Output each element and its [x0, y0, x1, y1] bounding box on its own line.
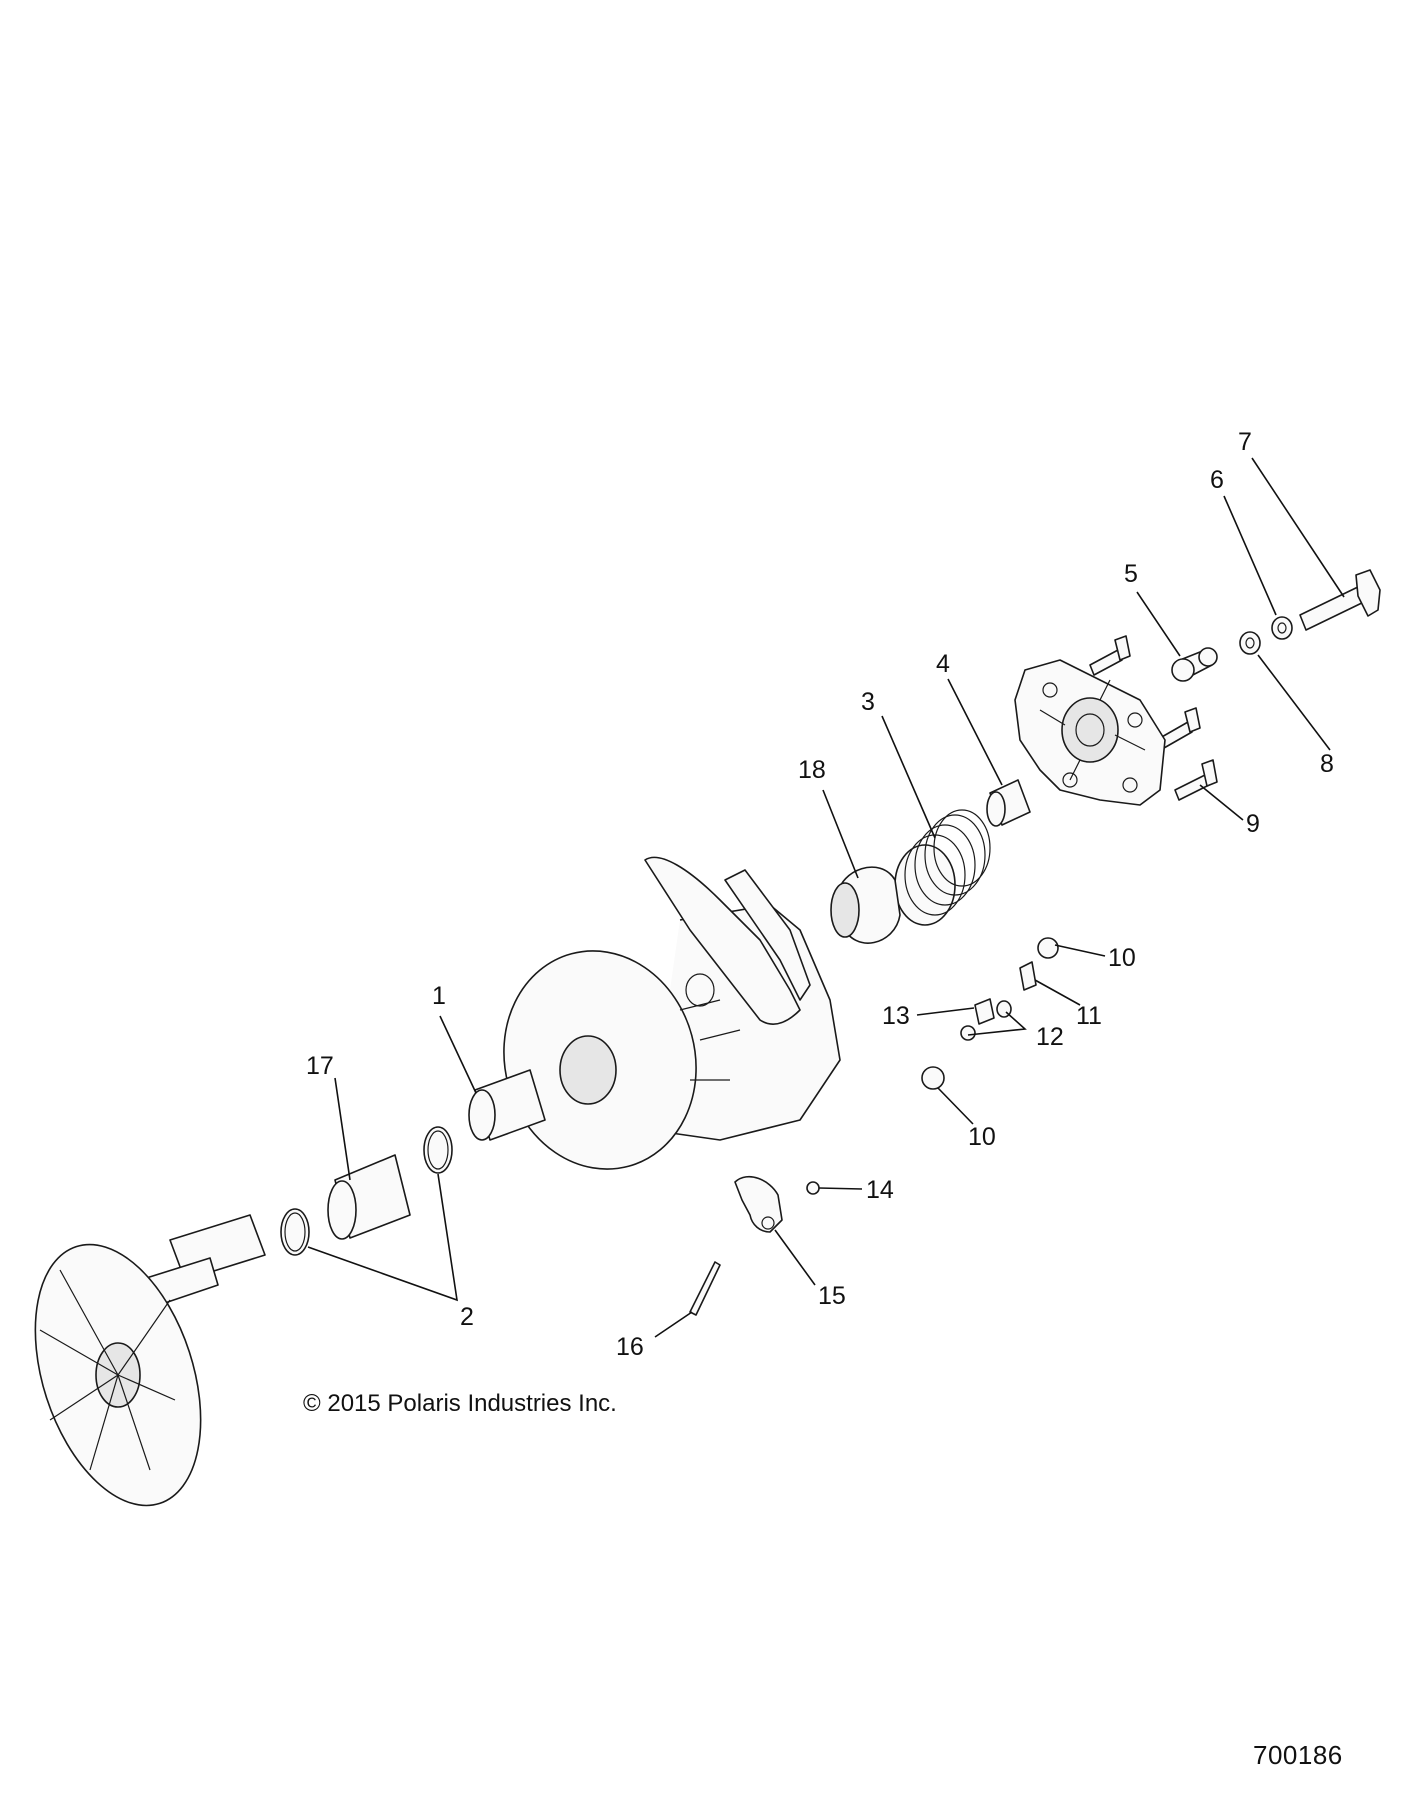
copyright-notice: © 2015 Polaris Industries Inc.: [303, 1390, 617, 1417]
part-oring-2b: [280, 1208, 310, 1256]
part-bushing-4: [986, 779, 1031, 827]
callout-7: 7: [1238, 428, 1252, 456]
part-washer-8: [1239, 631, 1261, 655]
callout-6: 6: [1210, 466, 1224, 494]
part-nut-14: [806, 1181, 820, 1195]
part-spring-3: [894, 809, 991, 926]
part-oring-2a: [423, 1126, 453, 1174]
callout-16: 16: [616, 1333, 644, 1361]
part-spacer-5: [1171, 647, 1218, 682]
callout-8: 8: [1320, 750, 1334, 778]
part-bushing-13: [974, 998, 995, 1025]
part-ring-18: [830, 866, 901, 944]
callout-1: 1: [432, 982, 446, 1010]
part-roller-10b: [921, 1066, 945, 1090]
part-washer-6: [1271, 616, 1293, 640]
callout-12: 12: [1036, 1023, 1064, 1051]
callout-11: 11: [1076, 1002, 1102, 1030]
callout-10-lower: 10: [968, 1123, 996, 1151]
figure-number: 700186: [1253, 1740, 1343, 1770]
callout-13: 13: [882, 1002, 910, 1030]
callout-2: 2: [460, 1303, 474, 1331]
part-bolt-long: [1299, 569, 1381, 631]
part-washer-12b: [960, 1025, 976, 1041]
callout-17: 17: [306, 1052, 334, 1080]
callout-9: 9: [1246, 810, 1260, 838]
part-cover-plate: [1014, 659, 1166, 806]
part-bolts-9: [1089, 635, 1218, 801]
callout-4: 4: [936, 650, 950, 678]
callout-18: 18: [798, 756, 826, 784]
callout-10-upper: 10: [1108, 944, 1136, 972]
part-moveable-sheave: [503, 856, 841, 1170]
part-bushing-1: [468, 1069, 546, 1141]
callout-15: 15: [818, 1282, 846, 1310]
part-pin-16: [689, 1261, 721, 1316]
part-spacer-17: [327, 1154, 411, 1240]
part-weight-15: [734, 1176, 783, 1233]
part-fixed-sheave: [34, 1214, 266, 1507]
callout-5: 5: [1124, 560, 1138, 588]
part-pin-11: [1019, 961, 1037, 991]
callout-14: 14: [866, 1176, 894, 1204]
part-roller-10a: [1037, 937, 1059, 959]
callout-3: 3: [861, 688, 875, 716]
